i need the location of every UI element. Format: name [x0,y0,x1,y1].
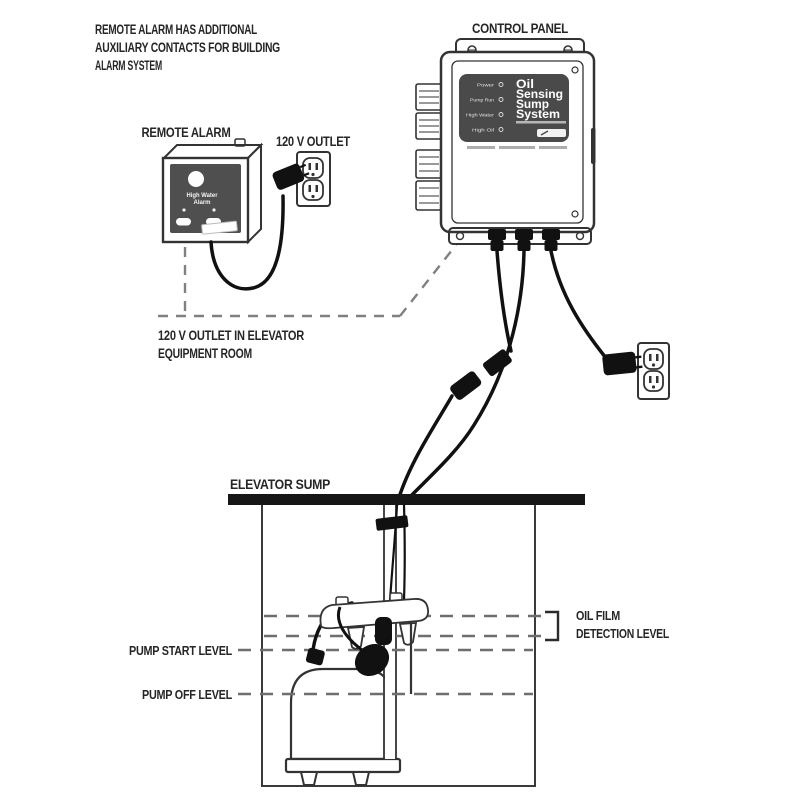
panel-indicators: Power Pump Run High Water High Oil [466,82,504,134]
panel-title-1: Oil [516,79,534,91]
power-plug-icon [272,163,310,190]
indicator-power: Power [477,83,494,89]
alarm-beacon-icon [188,171,204,187]
pump-base [284,757,402,774]
alarm-panel-text-2: Alarm [194,200,211,206]
level-lines [238,610,560,696]
led-icon [498,112,504,117]
note-line-2: AUXILIARY CONTACTS FOR BUILDING [95,40,280,55]
panel-title-2: Sensing [516,89,563,101]
alarm-outlet [272,151,331,207]
control-panel-label: CONTROL PANEL [472,21,568,36]
note-line-1: REMOTE ALARM HAS ADDITIONAL [95,22,257,37]
led-icon [498,97,504,102]
float-cord [337,606,363,652]
indicator-high-water: High Water [466,113,494,119]
equipment-room-outlet [602,342,670,400]
panel-latch [591,128,596,164]
panel-side-ribs [415,83,443,211]
panel-tagline [516,121,566,124]
led-icon [182,208,186,212]
outlet-pointer-dashes [158,244,457,318]
alarm-button [176,218,191,226]
outlet-room-label-1: 120 V OUTLET IN ELEVATOR [158,328,304,343]
brand-logo-icon [537,129,566,137]
led-icon [498,127,504,132]
panel-faceplate [459,74,569,142]
outlet-top-label: 120 V OUTLET [276,134,351,149]
cable-clamp [375,515,409,531]
fine-print [467,146,567,149]
pump-foot [299,771,319,786]
outlet-room-label-2: EQUIPMENT ROOM [158,346,252,361]
pump-cord-run [402,249,526,505]
control-panel-box: Oil Sensing Sump System Power Pump Run H… [415,38,596,251]
oil-film-label-2: DETECTION LEVEL [576,626,669,641]
indicator-pump-run: Pump Run [470,98,494,104]
alarm-faceplate [170,164,241,233]
pump-foot [351,771,371,786]
alarm-label-strip [201,220,238,235]
elevator-sump-label: ELEVATOR SUMP [230,477,330,492]
led-icon [212,208,216,212]
remote-alarm-box: High Water Alarm [161,138,264,245]
power-plug-icon [602,351,643,376]
led-icon [498,82,504,87]
alarm-panel-text-1: High Water [187,193,219,199]
sensor-bracket [319,598,429,630]
screw-icon [455,231,465,241]
oil-probe [375,617,392,645]
pump-start-label: PUMP START LEVEL [129,643,232,658]
note-line-3: ALARM SYSTEM [95,58,162,73]
cord-grips [488,229,560,251]
indicator-high-oil: High Oil [472,128,494,134]
power-cord [549,249,608,360]
pump-body [289,667,395,761]
float-switch-icon [354,643,390,677]
pump-cord-cap [305,647,325,666]
sensor-probe [398,622,418,646]
sump-cables [375,504,409,602]
note-topleft: REMOTE ALARM HAS ADDITIONAL AUXILIARY CO… [95,22,280,73]
screw-icon [571,66,579,74]
alarm-power-cord [209,194,285,291]
sensor-cord-lower [395,394,454,506]
sensor-cord-upper [495,249,513,353]
oil-sensor-assembly [319,592,429,694]
alarm-top-face [161,144,264,159]
screw-icon [571,210,579,218]
oil-film-label-1: OIL FILM [576,608,620,623]
oil-film-range-bracket [545,610,560,642]
sump-pump [284,667,402,786]
sump-pit-walls [261,505,536,787]
panel-title-4: System [516,109,560,121]
pump-off-label: PUMP OFF LEVEL [142,687,232,702]
alarm-side-face [247,142,262,245]
sump-lid [228,494,585,505]
screw-icon [575,231,585,241]
inline-cord-connector-icon [450,349,512,400]
remote-alarm-label: REMOTE ALARM [142,125,231,140]
panel-title-3: Sump [516,99,549,111]
